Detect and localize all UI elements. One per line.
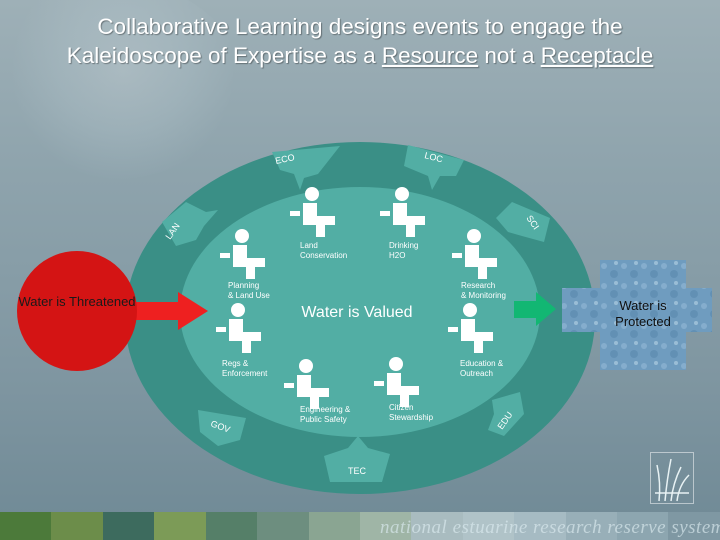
- footer-tile: [359, 512, 412, 540]
- footer-tile: [154, 512, 206, 540]
- sector-bubble-gov: GOV: [198, 410, 246, 446]
- protected-water-cross: [562, 260, 712, 370]
- footer-tile: [0, 512, 52, 540]
- sector-bubble-lan: LAN: [162, 202, 218, 246]
- agency-seal-watermark: [0, 0, 240, 180]
- sector-bubble-eco: ECO: [272, 146, 340, 190]
- footer-tile: [205, 512, 258, 540]
- title-line-1: Collaborative Learning designs events to…: [97, 14, 623, 39]
- footer-tile: [565, 512, 618, 540]
- title-line-2-middle: not a: [478, 43, 541, 68]
- label-regs: Regs &Enforcement: [222, 359, 268, 378]
- center-text: Water is Valued: [301, 304, 412, 321]
- footer-tile: [668, 512, 720, 540]
- green-arrow: [514, 292, 556, 326]
- label-research: Research& Monitoring: [461, 281, 506, 300]
- sector-bubble-edu: EDU: [488, 392, 524, 436]
- footer-tile: [308, 512, 360, 540]
- inner-ellipse: [180, 187, 540, 437]
- footer-photo-strip: [0, 512, 720, 540]
- title-line-2-prefix: Kaleidoscope of Expertise as a: [66, 43, 382, 68]
- sector-bubble-loc: LOC: [404, 145, 464, 190]
- sector-label-eco: ECO: [274, 152, 295, 166]
- label-education: Education &Outreach: [460, 359, 504, 378]
- title-word-receptacle: Receptacle: [540, 43, 654, 68]
- footer-tile: [462, 512, 515, 540]
- sector-label-loc: LOC: [424, 150, 445, 164]
- slide-title: Collaborative Learning designs events to…: [0, 12, 720, 70]
- protected-label: Water is Protected: [615, 298, 671, 329]
- threatened-label: Water is Threatened: [18, 294, 136, 309]
- threatened-circle: [17, 251, 137, 371]
- footer-text: national estuarine research reserve syst…: [380, 517, 720, 538]
- title-word-resource: Resource: [381, 43, 479, 68]
- sector-bubble-sci: SCI: [496, 202, 550, 242]
- footer-tile: [51, 512, 103, 540]
- footer-tile: [411, 512, 463, 540]
- footer-tile: [257, 512, 309, 540]
- label-engineering: Engineering &Public Safety: [300, 405, 351, 424]
- footer-tile: [617, 512, 669, 540]
- grass-logo: [650, 452, 694, 504]
- grass-logo-icon: [655, 458, 690, 502]
- sector-label-tec: TEC: [348, 466, 367, 476]
- footer-tile: [102, 512, 155, 540]
- title-line-2: Kaleidoscope of Expertise as a Resource …: [0, 41, 720, 70]
- footer-tile: [514, 512, 566, 540]
- label-planning: Planning& Land Use: [228, 281, 270, 300]
- red-arrow: [120, 292, 208, 330]
- sector-bubble-tec: TEC: [324, 436, 390, 482]
